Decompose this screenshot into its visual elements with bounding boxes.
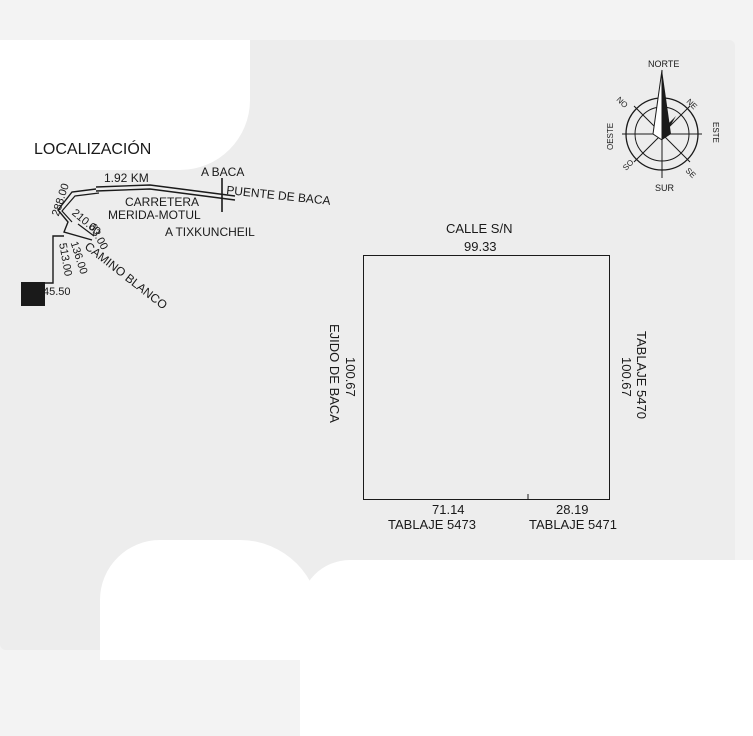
north-boundary-name: CALLE S/N [446,221,513,236]
to-tixkuncheil-label: A TIXKUNCHEIL [165,225,255,239]
to-baca-label: A BACA [201,165,245,179]
segment-45-label: 45.50 [43,286,71,298]
south-left-boundary-length: 71.14 [432,502,465,517]
paper-torn-edge [100,540,320,660]
compass-north: NORTE [648,59,680,69]
scanned-paper [0,40,735,650]
highway-label-line1: CARRETERA [125,195,200,209]
south-left-boundary-name: TABLAJE 5473 [388,517,476,532]
south-right-boundary-length: 28.19 [556,502,589,517]
west-boundary-name: EJIDO DE BACA [327,324,342,423]
north-boundary-length: 99.33 [464,239,497,254]
east-boundary-name: TABLAJE 5470 [634,331,649,419]
east-boundary-length: 100.67 [619,357,634,397]
property-location-marker [21,282,45,306]
paper-torn-edge [300,560,753,736]
west-boundary-length: 100.67 [343,357,358,397]
highway-label-line2: MERIDA-MOTUL [108,208,201,222]
location-title: LOCALIZACIÓN [34,141,152,158]
distance-label: 1.92 KM [104,171,149,185]
compass-south: SUR [655,183,675,193]
lot-boundary [363,255,610,500]
south-right-boundary-name: TABLAJE 5471 [529,517,617,532]
